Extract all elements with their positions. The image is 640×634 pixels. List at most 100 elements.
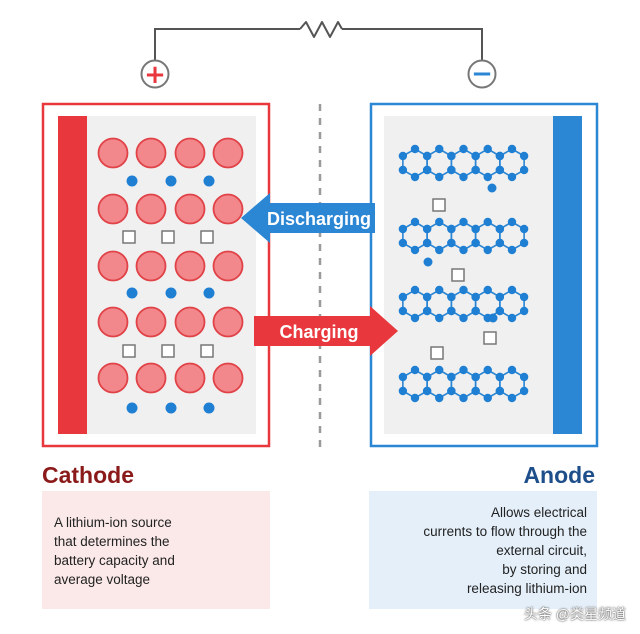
carbon-atom: [471, 292, 480, 302]
vacancy-square: [451, 268, 465, 282]
lithium-ion: [165, 287, 177, 299]
cathode-atom: [212, 362, 244, 394]
carbon-atom: [422, 238, 432, 248]
carbon-atom: [507, 313, 517, 323]
carbon-atom: [483, 365, 492, 375]
carbon-atom: [398, 372, 408, 382]
carbon-atom: [495, 292, 505, 302]
carbon-atom: [410, 393, 420, 403]
vacancy-square: [161, 230, 175, 244]
anode-graphite-lattice: [398, 144, 529, 403]
carbon-atom: [447, 238, 456, 248]
carbon-atom: [398, 224, 408, 234]
carbon-atom: [410, 285, 420, 295]
description-line: average voltage: [54, 572, 151, 587]
carbon-atom: [483, 217, 492, 227]
carbon-atom: [410, 245, 420, 255]
charging-arrow: Charging: [254, 306, 398, 356]
anode-description: Allows electrical currents to flow throu…: [377, 503, 587, 598]
description-line: releasing lithium-ion: [466, 581, 587, 596]
negative-terminal: −: [467, 59, 497, 89]
cathode-atom: [174, 362, 206, 394]
discharging-label: Discharging: [267, 209, 371, 229]
carbon-atom: [447, 306, 456, 316]
carbon-atom: [422, 372, 432, 382]
cathode-atoms: [97, 137, 244, 414]
vacancy-square: [122, 344, 136, 358]
carbon-atom: [471, 224, 480, 234]
carbon-atom: [422, 165, 432, 175]
carbon-atom: [459, 172, 468, 182]
cathode-atom: [135, 193, 167, 225]
lithium-ion: [165, 402, 177, 414]
carbon-atom: [447, 386, 456, 396]
lithium-ion: [126, 402, 138, 414]
carbon-atom: [519, 238, 529, 248]
carbon-atom: [398, 151, 408, 161]
carbon-atom: [435, 217, 444, 227]
carbon-atom: [507, 393, 517, 403]
carbon-atom: [483, 144, 492, 154]
graphite-layer: [398, 144, 529, 182]
carbon-atom: [471, 372, 480, 382]
carbon-atom: [519, 151, 529, 161]
carbon-atom: [422, 224, 432, 234]
anode-current-collector: [553, 116, 582, 434]
lithium-ion: [203, 175, 215, 187]
carbon-atom: [471, 151, 480, 161]
carbon-atom: [507, 172, 517, 182]
carbon-atom: [495, 151, 505, 161]
carbon-atom: [398, 306, 408, 316]
carbon-atom: [519, 386, 529, 396]
carbon-atom: [459, 245, 468, 255]
carbon-atom: [447, 292, 456, 302]
cathode-atom: [212, 250, 244, 282]
carbon-atom: [422, 386, 432, 396]
cathode-description-box: A lithium-ion source that determines the…: [42, 491, 270, 609]
cathode-atom: [174, 193, 206, 225]
carbon-atom: [495, 386, 505, 396]
cathode-title: Cathode: [42, 462, 134, 488]
lithium-ion: [203, 402, 215, 414]
graphite-layer: [398, 217, 529, 255]
carbon-atom: [435, 313, 444, 323]
carbon-atom: [471, 386, 480, 396]
carbon-atom: [507, 144, 517, 154]
carbon-atom: [447, 372, 456, 382]
carbon-atom: [519, 165, 529, 175]
description-line: Allows electrical: [490, 505, 587, 520]
vacancy-square: [200, 230, 214, 244]
cathode-atom: [212, 306, 244, 338]
carbon-atom: [507, 217, 517, 227]
carbon-atom: [410, 365, 420, 375]
carbon-atom: [495, 224, 505, 234]
carbon-atom: [459, 144, 468, 154]
vacancy-square: [430, 346, 444, 360]
carbon-atom: [459, 217, 468, 227]
carbon-atom: [495, 238, 505, 248]
cathode-atom: [174, 306, 206, 338]
carbon-atom: [519, 372, 529, 382]
vacancy-square: [161, 344, 175, 358]
carbon-atom: [519, 224, 529, 234]
carbon-atom: [459, 365, 468, 375]
watermark: 头条 @类星频道: [523, 606, 626, 622]
description-line: battery capacity and: [54, 553, 175, 568]
cathode-atom: [135, 362, 167, 394]
cathode-atom: [212, 137, 244, 169]
carbon-atom: [507, 365, 517, 375]
carbon-atom: [435, 365, 444, 375]
carbon-atom: [398, 238, 408, 248]
lithium-ion: [203, 287, 215, 299]
carbon-atom: [495, 372, 505, 382]
cathode-atom: [212, 193, 244, 225]
description-line: by storing and: [502, 562, 587, 577]
carbon-atom: [398, 292, 408, 302]
carbon-atom: [447, 165, 456, 175]
carbon-atom: [507, 285, 517, 295]
anode-panel: [369, 102, 599, 448]
carbon-atom: [435, 245, 444, 255]
lithium-ion: [487, 183, 497, 193]
cathode-panel: [41, 102, 271, 448]
carbon-atom: [459, 285, 468, 295]
